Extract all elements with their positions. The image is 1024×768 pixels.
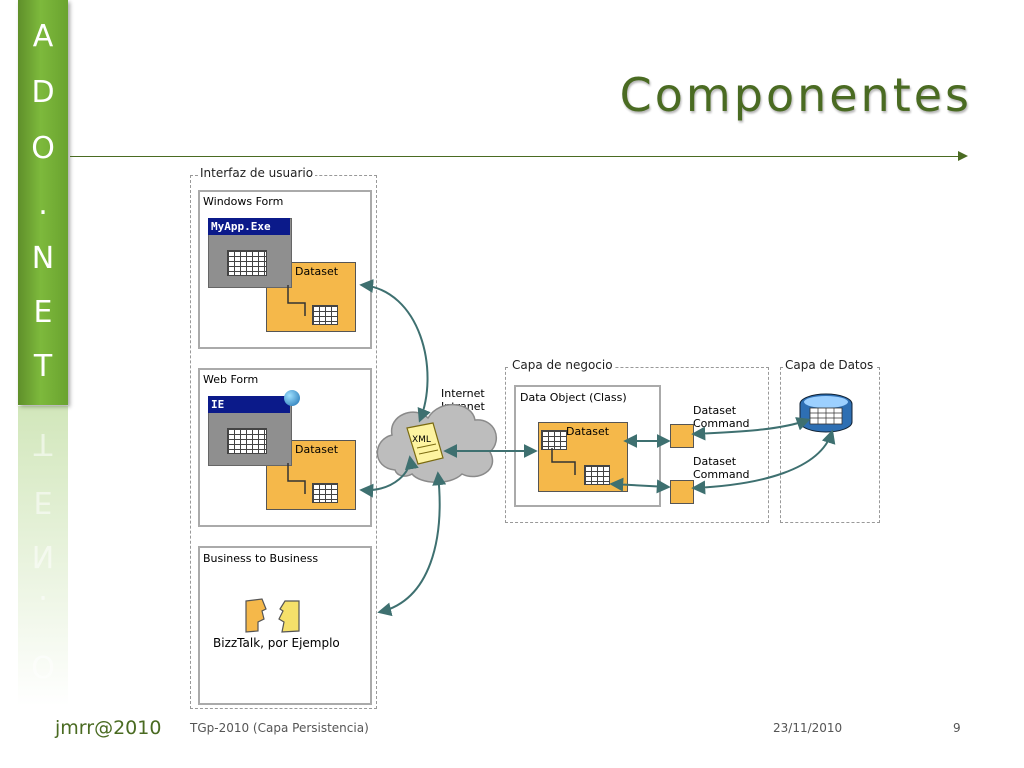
- table-icon: [584, 465, 610, 485]
- sidebar-letter: T: [33, 349, 53, 384]
- slide-title: Componentes: [619, 68, 972, 122]
- windows-form-label: Windows Form: [203, 195, 284, 208]
- sidebar-letter: E: [33, 295, 53, 330]
- sidebar-letter: A: [32, 19, 54, 54]
- business-layer-label: Capa de negocio: [510, 358, 615, 372]
- rule-arrow-icon: [958, 151, 968, 161]
- dataset-label: Dataset: [566, 425, 610, 438]
- table-icon: [227, 428, 267, 454]
- xml-document-icon: XML: [406, 422, 444, 465]
- sidebar-reflection: [18, 406, 68, 706]
- xml-label: XML: [412, 435, 431, 445]
- footer-author: jmrr@2010: [55, 717, 162, 739]
- arrow-command2-database: [691, 429, 836, 495]
- database-icon: [799, 393, 853, 433]
- myapp-title: MyApp.Exe: [208, 218, 290, 235]
- ie-title: IE: [208, 396, 290, 413]
- dataset-label: Dataset: [295, 443, 339, 456]
- footer-page-number: 9: [953, 721, 961, 735]
- sidebar-letter: N: [31, 241, 55, 276]
- b2b-caption: BizzTalk, por Ejemplo: [213, 636, 340, 650]
- table-icon: [312, 483, 338, 503]
- globe-icon: [284, 390, 300, 406]
- data-layer-label: Capa de Datos: [783, 358, 876, 372]
- sidebar-banner: [18, 0, 68, 405]
- sidebar-letter: O: [31, 131, 55, 166]
- table-icon: [227, 250, 267, 276]
- b2b-label: Business to Business: [203, 552, 319, 565]
- dataset-inner-links: [287, 285, 576, 494]
- title-rule: [70, 156, 960, 157]
- arrow-b2b-cloud: [377, 471, 447, 617]
- sidebar-letter: D: [31, 75, 55, 110]
- table-icon: [541, 430, 567, 450]
- arrow-dataset-command2: [609, 477, 671, 494]
- dataset-command-label-line1: Dataset: [693, 404, 737, 417]
- dataset-label: Dataset: [295, 265, 339, 278]
- network-label-line1: Internet: [441, 387, 485, 400]
- table-icon: [312, 305, 338, 325]
- sidebar-letter: .: [38, 187, 48, 222]
- web-form-label: Web Form: [203, 373, 259, 386]
- footer-date: 23/11/2010: [773, 721, 843, 735]
- ui-group-label: Interfaz de usuario: [198, 166, 316, 180]
- arrow-windows-form-cloud: [359, 279, 431, 423]
- footer-course: TGp-2010 (Capa Persistencia): [190, 721, 369, 735]
- arrow-command1-database: [691, 417, 811, 441]
- data-object-label: Data Object (Class): [520, 391, 627, 404]
- bizztalk-icon: [245, 598, 300, 633]
